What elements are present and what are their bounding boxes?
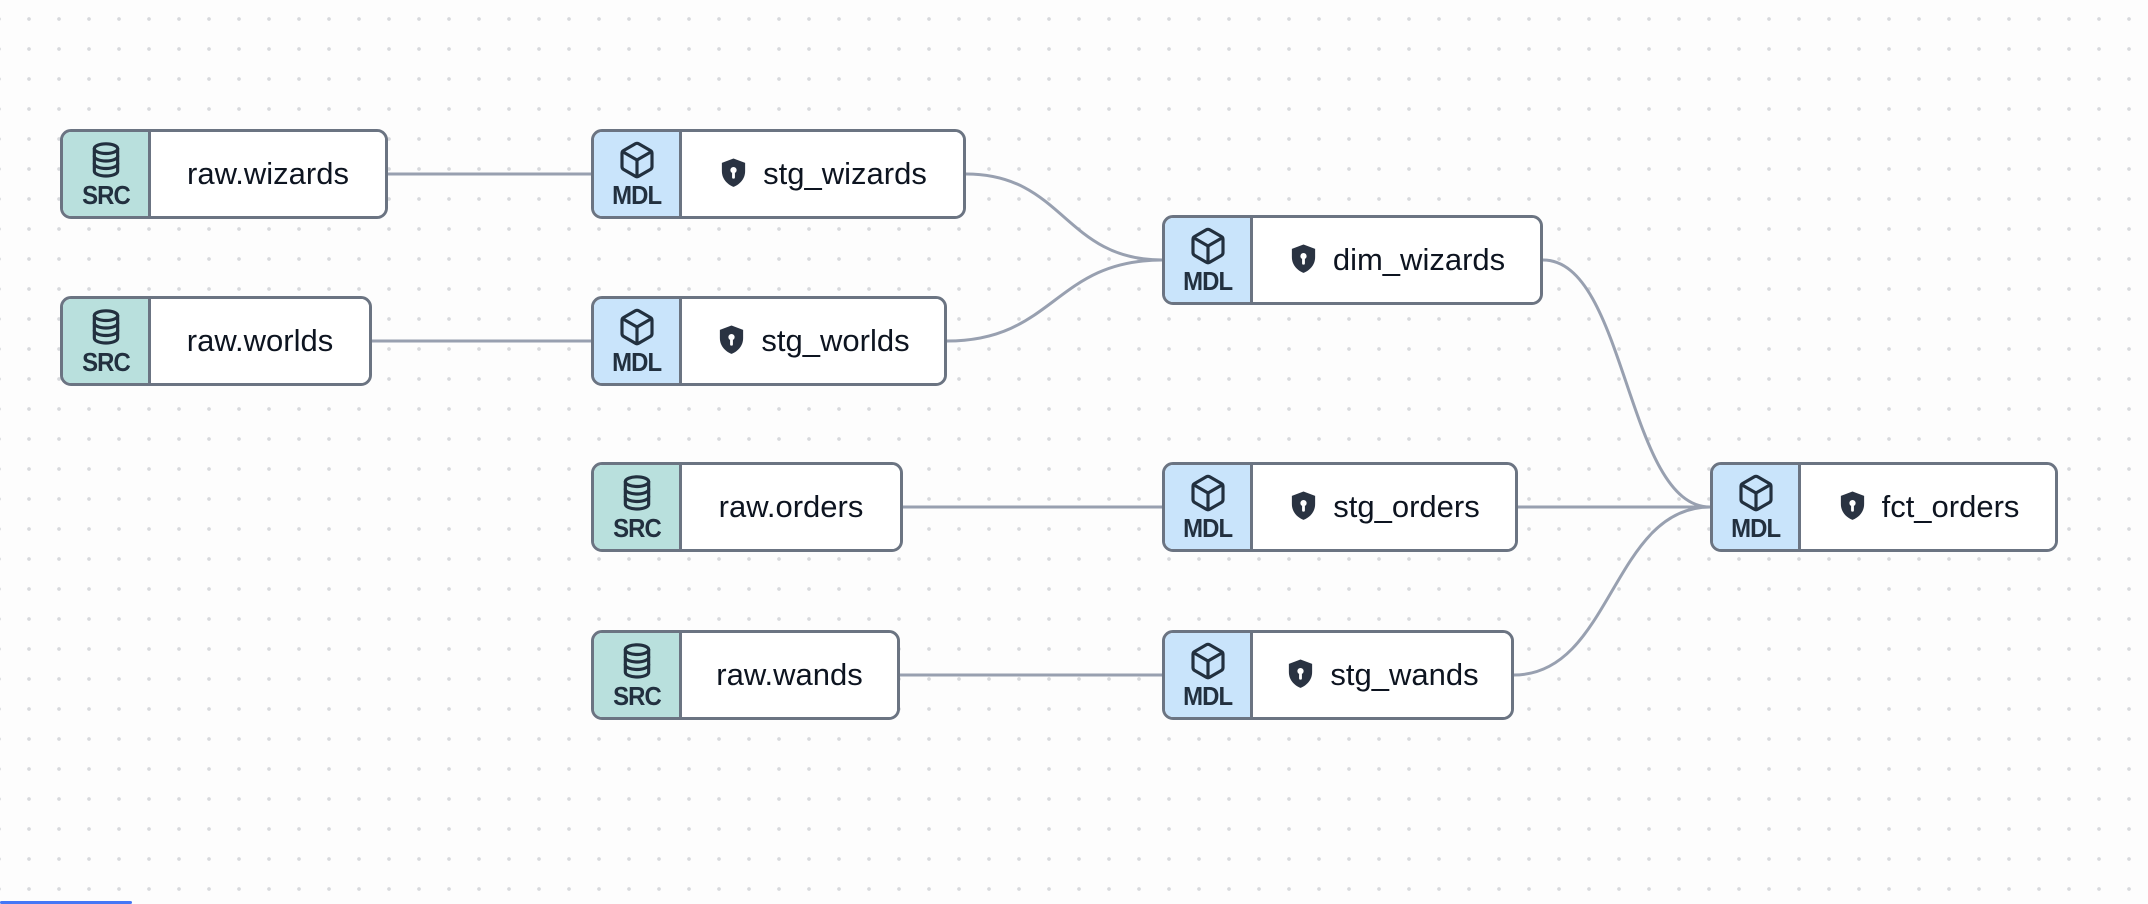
node-stg-wands[interactable]: MDL stg_wands: [1162, 630, 1514, 720]
node-type-label: MDL: [611, 180, 662, 210]
node-stg-orders[interactable]: MDL stg_orders: [1162, 462, 1518, 552]
node-label: raw.wizards: [187, 156, 349, 191]
shield-lock-icon: [1837, 490, 1868, 524]
shield-lock-icon: [718, 157, 749, 191]
node-body: stg_worlds: [682, 299, 944, 383]
node-label: stg_wands: [1330, 657, 1479, 692]
edge-stg_wizards-to-dim_wizards: [965, 172, 1163, 262]
node-stg-wizards[interactable]: MDL stg_wizards: [591, 129, 966, 219]
shield-lock-icon: [1285, 658, 1316, 692]
node-type-label: SRC: [81, 347, 131, 377]
shield-lock-icon: [1288, 243, 1319, 277]
edge-dim_wizards-to-fct_orders: [1542, 258, 1711, 509]
cube-icon: [617, 140, 657, 180]
node-label: raw.wands: [716, 657, 863, 692]
node-raw-wizards[interactable]: SRC raw.wizards: [60, 129, 388, 219]
node-type-badge: SRC: [63, 132, 151, 216]
shield-lock-icon: [1288, 490, 1319, 524]
node-stg-worlds[interactable]: MDL stg_worlds: [591, 296, 947, 386]
cube-icon: [1736, 473, 1776, 513]
node-raw-orders[interactable]: SRC raw.orders: [591, 462, 903, 552]
node-type-badge: SRC: [63, 299, 151, 383]
node-body: raw.orders: [682, 465, 900, 549]
node-type-badge: SRC: [594, 633, 682, 717]
cube-icon: [1188, 473, 1228, 513]
node-type-badge: MDL: [1165, 633, 1253, 717]
node-type-label: MDL: [1182, 513, 1233, 543]
node-body: raw.worlds: [151, 299, 369, 383]
node-type-badge: MDL: [1713, 465, 1801, 549]
edge-stg_worlds-to-dim_wizards: [946, 258, 1163, 343]
node-label: stg_wizards: [763, 156, 927, 191]
cube-icon: [1188, 226, 1228, 266]
database-icon: [617, 641, 657, 681]
node-body: raw.wizards: [151, 132, 385, 216]
node-body: raw.wands: [682, 633, 897, 717]
node-type-badge: MDL: [1165, 218, 1253, 302]
database-icon: [86, 307, 126, 347]
database-icon: [86, 140, 126, 180]
database-icon: [617, 473, 657, 513]
node-body: stg_wizards: [682, 132, 963, 216]
node-raw-wands[interactable]: SRC raw.wands: [591, 630, 900, 720]
node-label: stg_orders: [1333, 489, 1480, 524]
cube-icon: [1188, 641, 1228, 681]
node-type-label: MDL: [1730, 513, 1781, 543]
node-fct-orders[interactable]: MDL fct_orders: [1710, 462, 2058, 552]
cube-icon: [617, 307, 657, 347]
node-body: dim_wizards: [1253, 218, 1540, 302]
node-body: stg_wands: [1253, 633, 1511, 717]
node-type-label: MDL: [1182, 266, 1233, 296]
node-label: dim_wizards: [1332, 242, 1506, 277]
node-label: raw.orders: [718, 489, 864, 524]
node-body: stg_orders: [1253, 465, 1515, 549]
edge-stg_wands-to-fct_orders: [1513, 505, 1711, 677]
node-dim-wizards[interactable]: MDL dim_wizards: [1162, 215, 1543, 305]
node-type-label: SRC: [81, 180, 131, 210]
node-type-label: SRC: [612, 513, 662, 543]
node-type-badge: SRC: [594, 465, 682, 549]
node-label: raw.worlds: [186, 323, 334, 358]
node-type-label: SRC: [612, 681, 662, 711]
node-label: fct_orders: [1881, 489, 2020, 524]
node-body: fct_orders: [1801, 465, 2055, 549]
node-raw-worlds[interactable]: SRC raw.worlds: [60, 296, 372, 386]
horizontal-scroll-indicator[interactable]: [0, 901, 132, 904]
node-type-label: MDL: [1182, 681, 1233, 711]
node-type-label: MDL: [611, 347, 662, 377]
node-type-badge: MDL: [594, 299, 682, 383]
node-type-badge: MDL: [594, 132, 682, 216]
node-type-badge: MDL: [1165, 465, 1253, 549]
node-label: stg_worlds: [761, 323, 910, 358]
shield-lock-icon: [716, 324, 747, 358]
